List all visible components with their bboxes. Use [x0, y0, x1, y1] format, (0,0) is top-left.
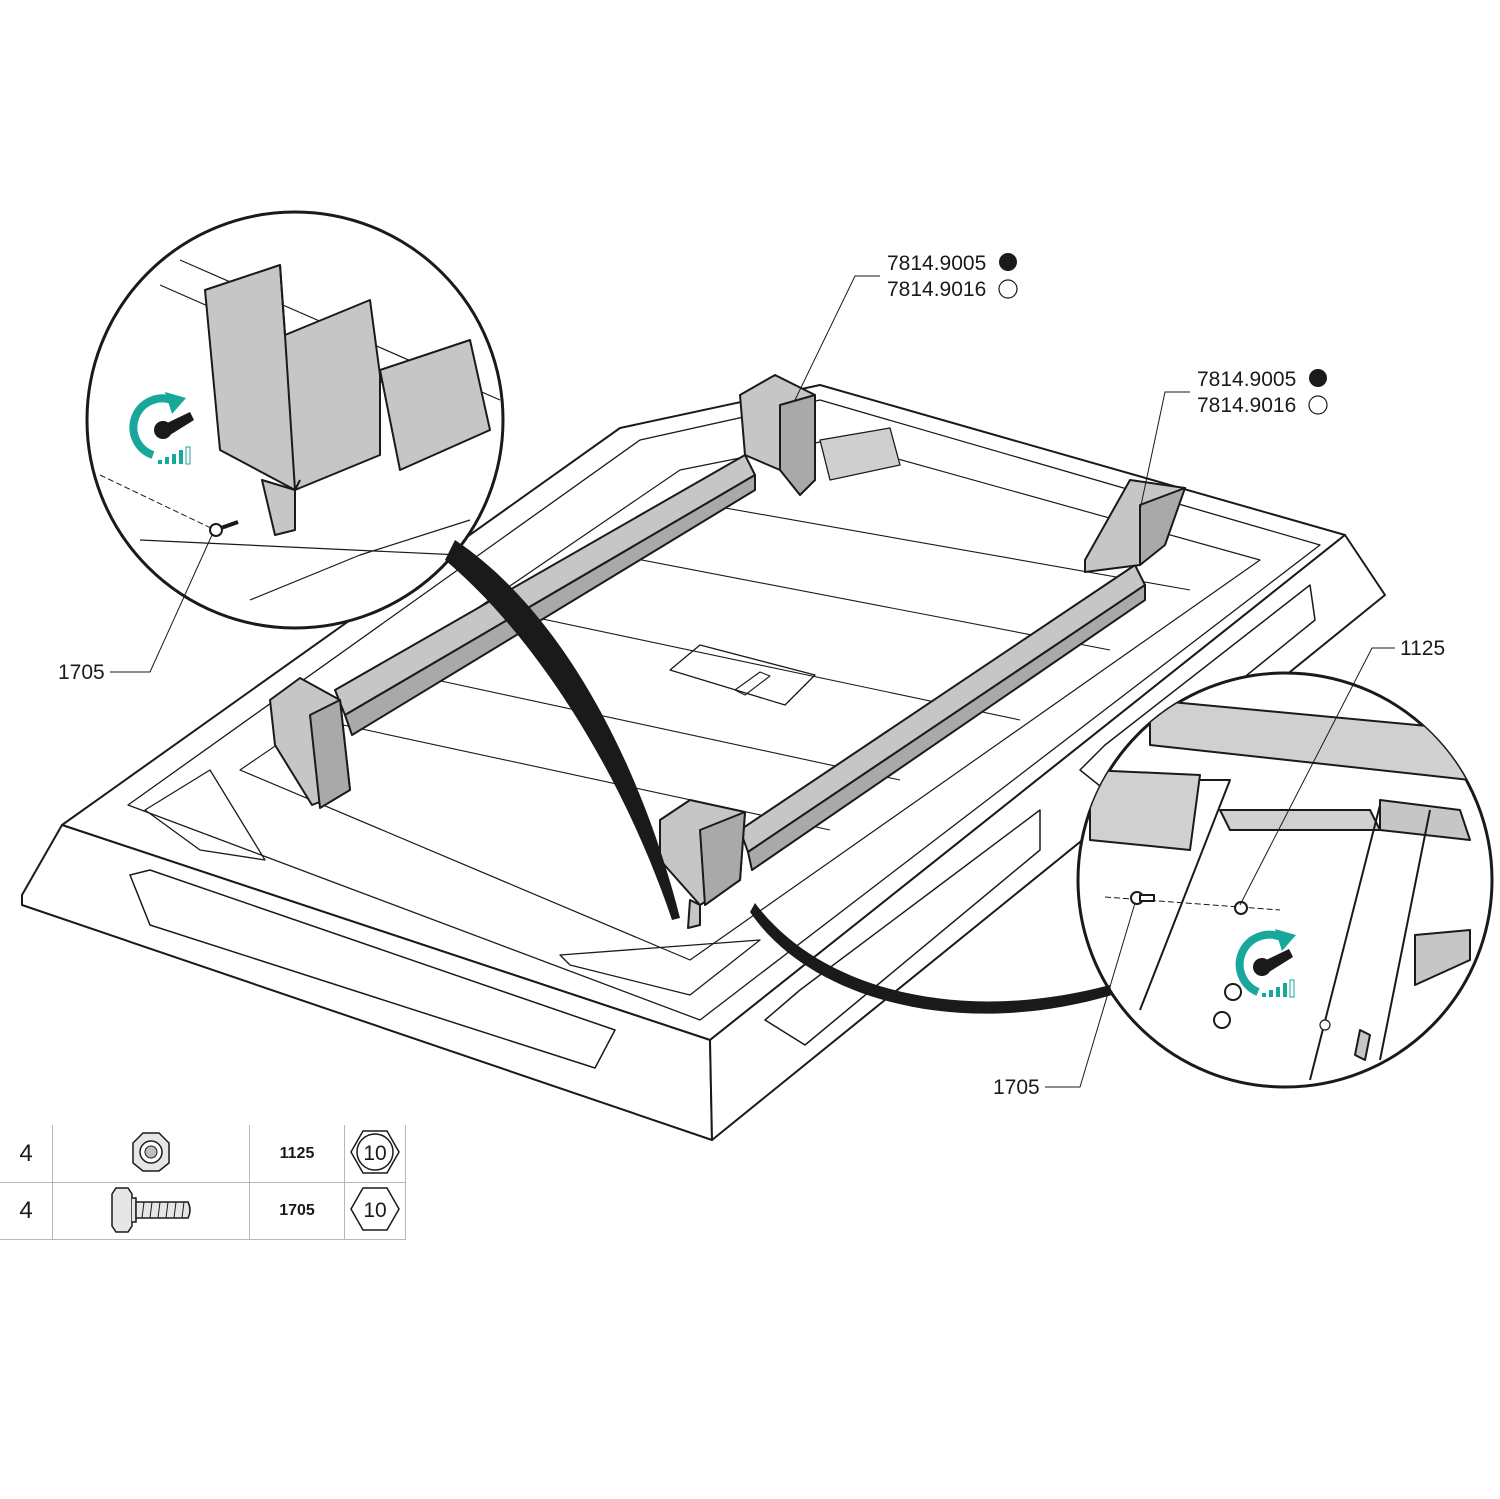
color-swatch-white — [998, 279, 1018, 299]
tool-size: 10 — [363, 1142, 387, 1165]
parts-row: 4 1125 10 — [0, 1125, 406, 1183]
parts-code: 1125 — [249, 1125, 345, 1183]
parts-qty: 4 — [0, 1182, 53, 1240]
hex-socket-icon — [350, 1186, 400, 1231]
callout-code-white: 7814.9016 — [1197, 394, 1296, 417]
callout-code-black: 7814.9005 — [1197, 368, 1296, 391]
torque-icon-right — [1235, 929, 1296, 998]
callout-bolt-right-code: 1705 — [993, 1076, 1040, 1099]
color-swatch-black — [1309, 369, 1327, 387]
detail-connector-left — [445, 540, 680, 920]
torque-icon-left — [129, 392, 194, 465]
tool-size: 10 — [363, 1199, 387, 1222]
callout-frame-upper: 7814.9005 7814.9016 — [794, 252, 1018, 401]
callout-nut-right: 1125 — [1239, 637, 1445, 906]
callout-frame-right: 7814.9005 7814.9016 — [1139, 368, 1328, 511]
frame-assembly — [269, 374, 1186, 929]
parts-row: 4 1705 10 — [0, 1182, 406, 1240]
detail-connector-right — [750, 903, 1112, 1014]
hex-socket-icon — [350, 1129, 400, 1174]
flange-bolt-icon — [111, 1186, 191, 1233]
detail-right — [1076, 671, 1494, 1089]
callout-bolt-left: 1705 — [58, 534, 213, 684]
parts-table: 4 1125 10 4 1705 — [0, 1125, 406, 1240]
callout-code-white: 7814.9016 — [887, 278, 986, 301]
callout-code-black: 7814.9005 — [887, 252, 986, 275]
callout-nut-right-code: 1125 — [1400, 637, 1445, 660]
callout-bolt-right: 1705 — [993, 902, 1136, 1099]
callout-bolt-left-code: 1705 — [58, 661, 105, 684]
flange-nut-icon — [132, 1131, 170, 1172]
color-swatch-black — [999, 253, 1017, 271]
parts-qty: 4 — [0, 1125, 53, 1183]
parts-code: 1705 — [249, 1182, 345, 1240]
color-swatch-white — [1308, 395, 1328, 415]
detail-left — [85, 210, 505, 630]
